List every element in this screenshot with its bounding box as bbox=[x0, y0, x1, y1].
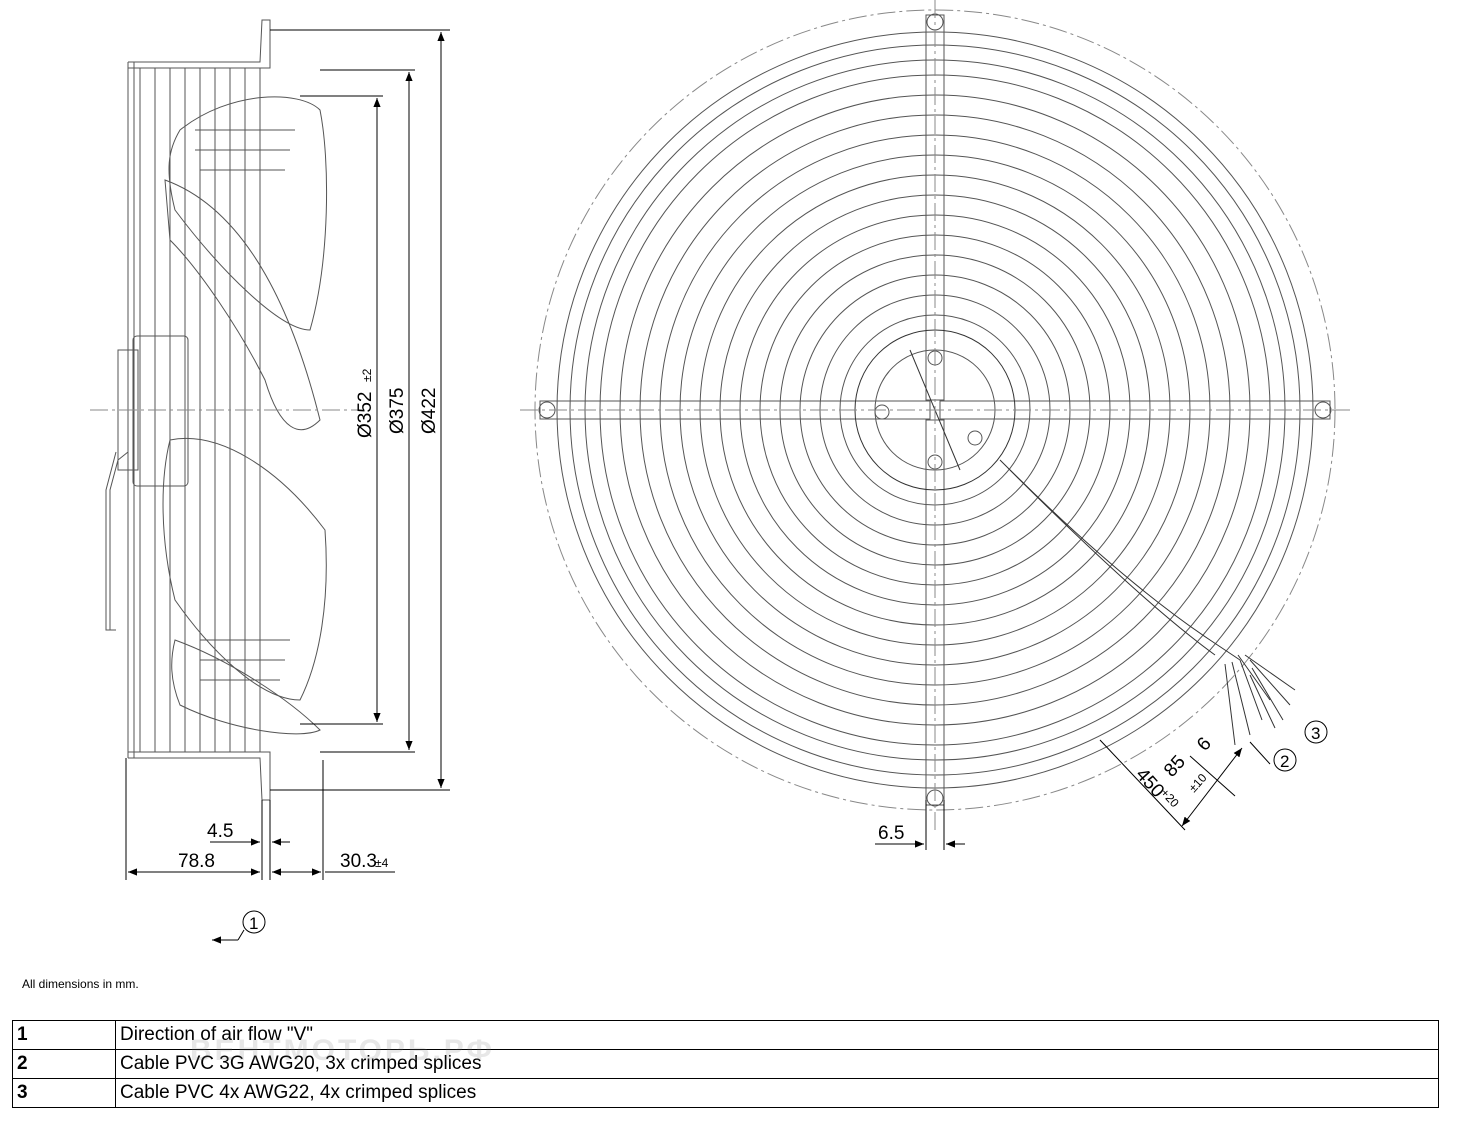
legend-row: 3 Cable PVC 4x AWG22, 4x crimped splices bbox=[12, 1078, 1439, 1108]
hub-bolt-left bbox=[874, 404, 890, 420]
dim-d375: Ø375 bbox=[387, 388, 408, 434]
dim-4-5: 4.5 bbox=[207, 821, 233, 842]
callout-3-label: 3 bbox=[1311, 724, 1320, 743]
legend-table: 1 Direction of air flow "V" 2 Cable PVC … bbox=[12, 1020, 1439, 1108]
guard-frame-bottom bbox=[128, 751, 271, 801]
dim-6: 6 bbox=[1193, 733, 1216, 755]
side-dimensions bbox=[125, 29, 450, 944]
hub-bolt-right bbox=[967, 430, 983, 446]
blade-bottom bbox=[171, 639, 321, 735]
units-note: All dimensions in mm. bbox=[22, 977, 139, 991]
side-labels: Ø352 ±2 Ø375 Ø422 4.5 78.8 30.3 ±4 1 bbox=[178, 368, 440, 933]
legend-text: Cable PVC 3G AWG20, 3x crimped splices bbox=[115, 1049, 1439, 1079]
dim-85: 85 bbox=[1160, 752, 1190, 782]
callout-2-circle bbox=[1273, 748, 1297, 772]
front-view bbox=[520, 0, 1350, 830]
cable-bundle bbox=[999, 459, 1241, 661]
dim-d352-tol: ±2 bbox=[360, 368, 374, 382]
legend-row: 1 Direction of air flow "V" bbox=[12, 1020, 1439, 1050]
callout-1-label: 1 bbox=[249, 914, 258, 933]
front-dimensions bbox=[875, 720, 1328, 850]
legend-text: Direction of air flow "V" bbox=[115, 1020, 1439, 1050]
dim-d352: Ø352 bbox=[355, 392, 376, 438]
technical-drawing: Ø352 ±2 Ø375 Ø422 4.5 78.8 30.3 ±4 1 bbox=[90, 0, 1350, 944]
legend-number: 2 bbox=[12, 1049, 116, 1079]
legend-text: Cable PVC 4x AWG22, 4x crimped splices bbox=[115, 1078, 1439, 1108]
guard-frame-top bbox=[128, 19, 271, 69]
strut-right bbox=[939, 400, 1331, 420]
dim-6-5: 6.5 bbox=[878, 823, 904, 844]
side-view bbox=[90, 19, 360, 801]
legend-number: 3 bbox=[12, 1078, 116, 1108]
legend-number: 1 bbox=[12, 1020, 116, 1050]
dim-30-3: 30.3 bbox=[340, 851, 377, 872]
legend-row: 2 Cable PVC 3G AWG20, 3x crimped splices bbox=[12, 1049, 1439, 1079]
dim-78-8: 78.8 bbox=[178, 851, 215, 872]
callout-3-circle bbox=[1304, 720, 1328, 744]
blade-top bbox=[168, 96, 328, 331]
dim-85-tol: ±10 bbox=[1186, 771, 1210, 795]
motor-hub bbox=[132, 335, 189, 487]
dim-30-3-tol: ±4 bbox=[375, 856, 389, 870]
callout-1-circle bbox=[242, 910, 266, 934]
callout-2-label: 2 bbox=[1280, 752, 1289, 771]
blade-lower-mid bbox=[162, 438, 327, 701]
dim-d422: Ø422 bbox=[419, 388, 440, 434]
blade-upper-mid bbox=[164, 179, 321, 430]
